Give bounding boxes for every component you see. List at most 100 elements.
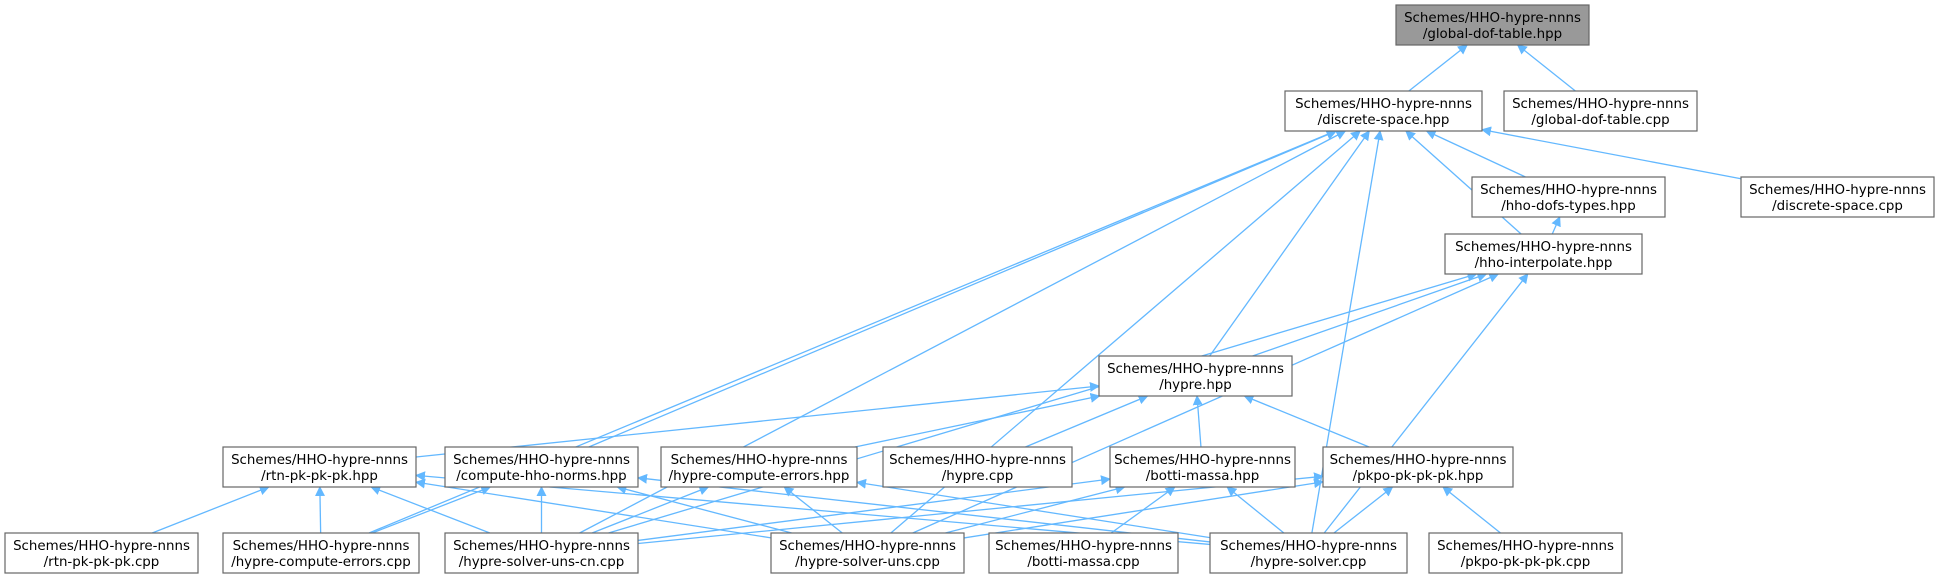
node-box [660,446,858,488]
node-label-line2: /discrete-space.hpp [1318,113,1450,128]
node-box [1098,355,1293,397]
node-label-line1: Schemes/HHO-hypre-nnns [995,539,1172,554]
node-box [1471,176,1666,218]
node-label-line1: Schemes/HHO-hypre-nnns [779,539,956,554]
node-box [1209,532,1408,574]
node-label-line1: Schemes/HHO-hypre-nnns [1114,453,1291,468]
edge-hsucn_cpp-to-interp_hpp [608,271,1478,534]
node-box [4,532,199,574]
node-label-line1: Schemes/HHO-hypre-nnns [13,539,190,554]
file-node-hypre-cpp[interactable]: Schemes/HHO-hypre-nnns/hypre.cpp [882,446,1073,488]
file-node-interp-hpp[interactable]: Schemes/HHO-hypre-nnns/hho-interpolate.h… [1444,233,1643,275]
file-node-rtn-hpp[interactable]: Schemes/HHO-hypre-nnns/rtn-pk-pk-pk.hpp [222,446,417,488]
node-box [770,532,965,574]
edge-ds_hpp-to-gdt_hpp [1408,44,1468,92]
node-label-line2: /rtn-pk-pk-pk.hpp [261,469,378,484]
node-label-line2: /pkpo-pk-pk-pk.cpp [1461,555,1591,570]
node-box [1428,532,1623,574]
edge-rtn_hpp-to-hypre_hpp [415,381,1100,458]
file-node-hsucn-cpp[interactable]: Schemes/HHO-hypre-nnns/hypre-solver-uns-… [444,532,639,574]
file-node-hypre-hpp[interactable]: Schemes/HHO-hypre-nnns/hypre.hpp [1098,355,1293,397]
node-label-line1: Schemes/HHO-hypre-nnns [1480,183,1657,198]
edge-hsu_cpp-to-norms_hpp [616,484,792,534]
node-label-line1: Schemes/HHO-hypre-nnns [1749,183,1926,198]
edge-pkpo_cpp-to-pkpo_hpp [1442,486,1501,534]
edge-hsu_cpp-to-pkpo_hpp [963,478,1324,539]
node-box [882,446,1073,488]
node-label-line2: /rtn-pk-pk-pk.cpp [44,555,160,570]
node-label-line2: /hho-interpolate.hpp [1475,256,1613,271]
node-label-line2: /global-dof-table.cpp [1531,113,1669,128]
node-label-line1: Schemes/HHO-hypre-nnns [1455,240,1632,255]
node-box [1322,446,1514,488]
edge-hs_cpp-to-pkpo_hpp [1333,486,1394,534]
node-box [1444,233,1643,275]
node-label-line2: /discrete-space.cpp [1772,199,1903,214]
file-node-hce-cpp[interactable]: Schemes/HHO-hypre-nnns/hypre-compute-err… [222,532,420,574]
node-box [222,446,417,488]
node-label-line1: Schemes/HHO-hypre-nnns [453,539,630,554]
node-box [222,532,420,574]
node-label-line2: /hypre-solver.cpp [1251,555,1367,570]
edge-botti_hpp-to-hypre_hpp [1192,395,1203,448]
node-label-line1: Schemes/HHO-hypre-nnns [453,453,630,468]
node-label-line1: Schemes/HHO-hypre-nnns [1404,11,1581,26]
file-node-dofs-hpp[interactable]: Schemes/HHO-hypre-nnns/hho-dofs-types.hp… [1471,176,1666,218]
file-node-botti-hpp[interactable]: Schemes/HHO-hypre-nnns/botti-massa.hpp [1109,446,1296,488]
edge-dofs_hpp-to-ds_hpp [1425,130,1526,178]
file-node-hce-hpp[interactable]: Schemes/HHO-hypre-nnns/hypre-compute-err… [660,446,858,488]
node-label-line2: /hypre.cpp [942,469,1014,484]
node-label-line2: /hypre-solver-uns-cn.cpp [459,555,625,570]
file-node-rtn-cpp[interactable]: Schemes/HHO-hypre-nnns/rtn-pk-pk-pk.cpp [4,532,199,574]
node-label-line1: Schemes/HHO-hypre-nnns [1330,453,1507,468]
node-label-line1: Schemes/HHO-hypre-nnns [1220,539,1397,554]
file-node-gdt-hpp[interactable]: Schemes/HHO-hypre-nnns/global-dof-table.… [1395,4,1590,46]
node-label-line1: Schemes/HHO-hypre-nnns [1295,97,1472,112]
node-label-line2: /hho-dofs-types.hpp [1501,199,1636,214]
file-node-hsu-cpp[interactable]: Schemes/HHO-hypre-nnns/hypre-solver-uns.… [770,532,965,574]
node-label-line1: Schemes/HHO-hypre-nnns [233,539,410,554]
node-box [988,532,1179,574]
edge-interp_hpp-to-dofs_hpp [1551,216,1561,235]
edge-gdt_cpp-to-gdt_hpp [1516,44,1576,92]
edge-hypre_cpp-to-hypre_hpp [1025,394,1149,448]
edge-rtn_cpp-to-rtn_hpp [151,485,270,534]
node-box [1503,90,1698,132]
node-box [1109,446,1296,488]
file-node-ds-cpp[interactable]: Schemes/HHO-hypre-nnns/discrete-space.cp… [1740,176,1935,218]
edge-hsu_cpp-to-interp_hpp [912,273,1500,534]
edge-hsu_cpp-to-botti_hpp [945,484,1126,534]
node-label-line2: /hypre.hpp [1159,378,1232,393]
edge-norms_hpp-to-ds_hpp [588,129,1338,448]
edge-hypre_hpp-to-ds_hpp [1209,130,1370,357]
node-label-line1: Schemes/HHO-hypre-nnns [1437,539,1614,554]
edge-hypre_hpp-to-interp_hpp [1252,272,1488,357]
node-box [444,446,639,488]
file-node-gdt-cpp[interactable]: Schemes/HHO-hypre-nnns/global-dof-table.… [1503,90,1698,132]
edge-hce_hpp-to-hypre_hpp [854,392,1101,448]
file-node-ds-hpp[interactable]: Schemes/HHO-hypre-nnns/discrete-space.hp… [1284,90,1483,132]
edge-hsu_cpp-to-hce_hpp [783,486,843,534]
edge-ds_cpp-to-ds_hpp [1481,126,1742,180]
node-box [1395,4,1590,46]
file-node-norms-hpp[interactable]: Schemes/HHO-hypre-nnns/compute-hho-norms… [444,446,639,488]
node-label-line2: /compute-hho-norms.hpp [456,469,626,484]
edge-hce_cpp-to-norms_hpp [372,485,492,534]
edge-hce_cpp-to-rtn_hpp [315,486,326,534]
file-nodes: Schemes/HHO-hypre-nnns/global-dof-table.… [4,4,1935,574]
node-label-line1: Schemes/HHO-hypre-nnns [889,453,1066,468]
node-label-line2: /global-dof-table.hpp [1423,27,1562,42]
file-node-pkpo-cpp[interactable]: Schemes/HHO-hypre-nnns/pkpo-pk-pk-pk.cpp [1428,532,1623,574]
edge-hs_cpp-to-botti_hpp [1226,486,1285,534]
edge-pkpo_hpp-to-hypre_hpp [1243,394,1370,448]
node-label-line2: /pkpo-pk-pk-pk.hpp [1353,469,1484,484]
file-node-hs-cpp[interactable]: Schemes/HHO-hypre-nnns/hypre-solver.cpp [1209,532,1408,574]
node-box [1284,90,1483,132]
file-node-pkpo-hpp[interactable]: Schemes/HHO-hypre-nnns/pkpo-pk-pk-pk.hpp [1322,446,1514,488]
file-node-botti-cpp[interactable]: Schemes/HHO-hypre-nnns/botti-massa.cpp [988,532,1179,574]
edge-hsucn_cpp-to-botti_hpp [637,475,1111,542]
node-label-line1: Schemes/HHO-hypre-nnns [1107,362,1284,377]
edge-hsucn_cpp-to-hce_hpp [591,485,710,534]
node-label-line2: /botti-massa.hpp [1146,469,1259,484]
